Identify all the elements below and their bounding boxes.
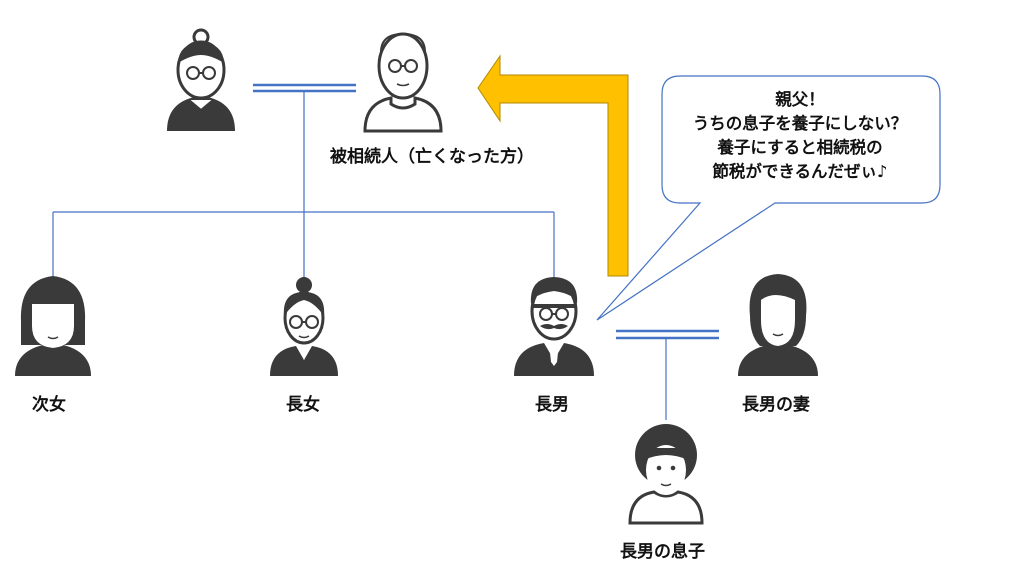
grandson-icon	[628, 424, 704, 525]
speech-line: うちの息子を養子にしない？	[692, 114, 908, 133]
second-daughter-icon	[15, 276, 91, 376]
grandson-label: 長男の息子	[620, 542, 705, 562]
eldest-daughter-icon	[270, 277, 338, 376]
adoption-arrow	[477, 54, 629, 277]
eldest-son-icon	[514, 277, 594, 376]
speech-line: 養子にすると相続税の	[717, 138, 883, 157]
son-wife-icon	[738, 274, 818, 376]
deceased-grandfather-icon	[363, 32, 443, 133]
son-wife-label: 長男の妻	[742, 395, 810, 415]
speech-line: 節税ができるんだぜぃ♪	[712, 162, 888, 181]
deceased-label: 被相続人（亡くなった方）	[330, 147, 534, 167]
relationship-lines	[52, 83, 719, 420]
speech-line: 親父！	[775, 90, 825, 109]
speech-bubble	[596, 75, 941, 321]
grandmother-icon	[167, 28, 235, 131]
eldest-daughter-label: 長女	[286, 395, 320, 415]
eldest-son-label: 長男	[535, 395, 569, 415]
speech-bubble-text: 親父！ うちの息子を養子にしない？ 養子にすると相続税の 節税ができるんだぜぃ♪	[662, 88, 938, 184]
second-daughter-label: 次女	[32, 395, 66, 415]
